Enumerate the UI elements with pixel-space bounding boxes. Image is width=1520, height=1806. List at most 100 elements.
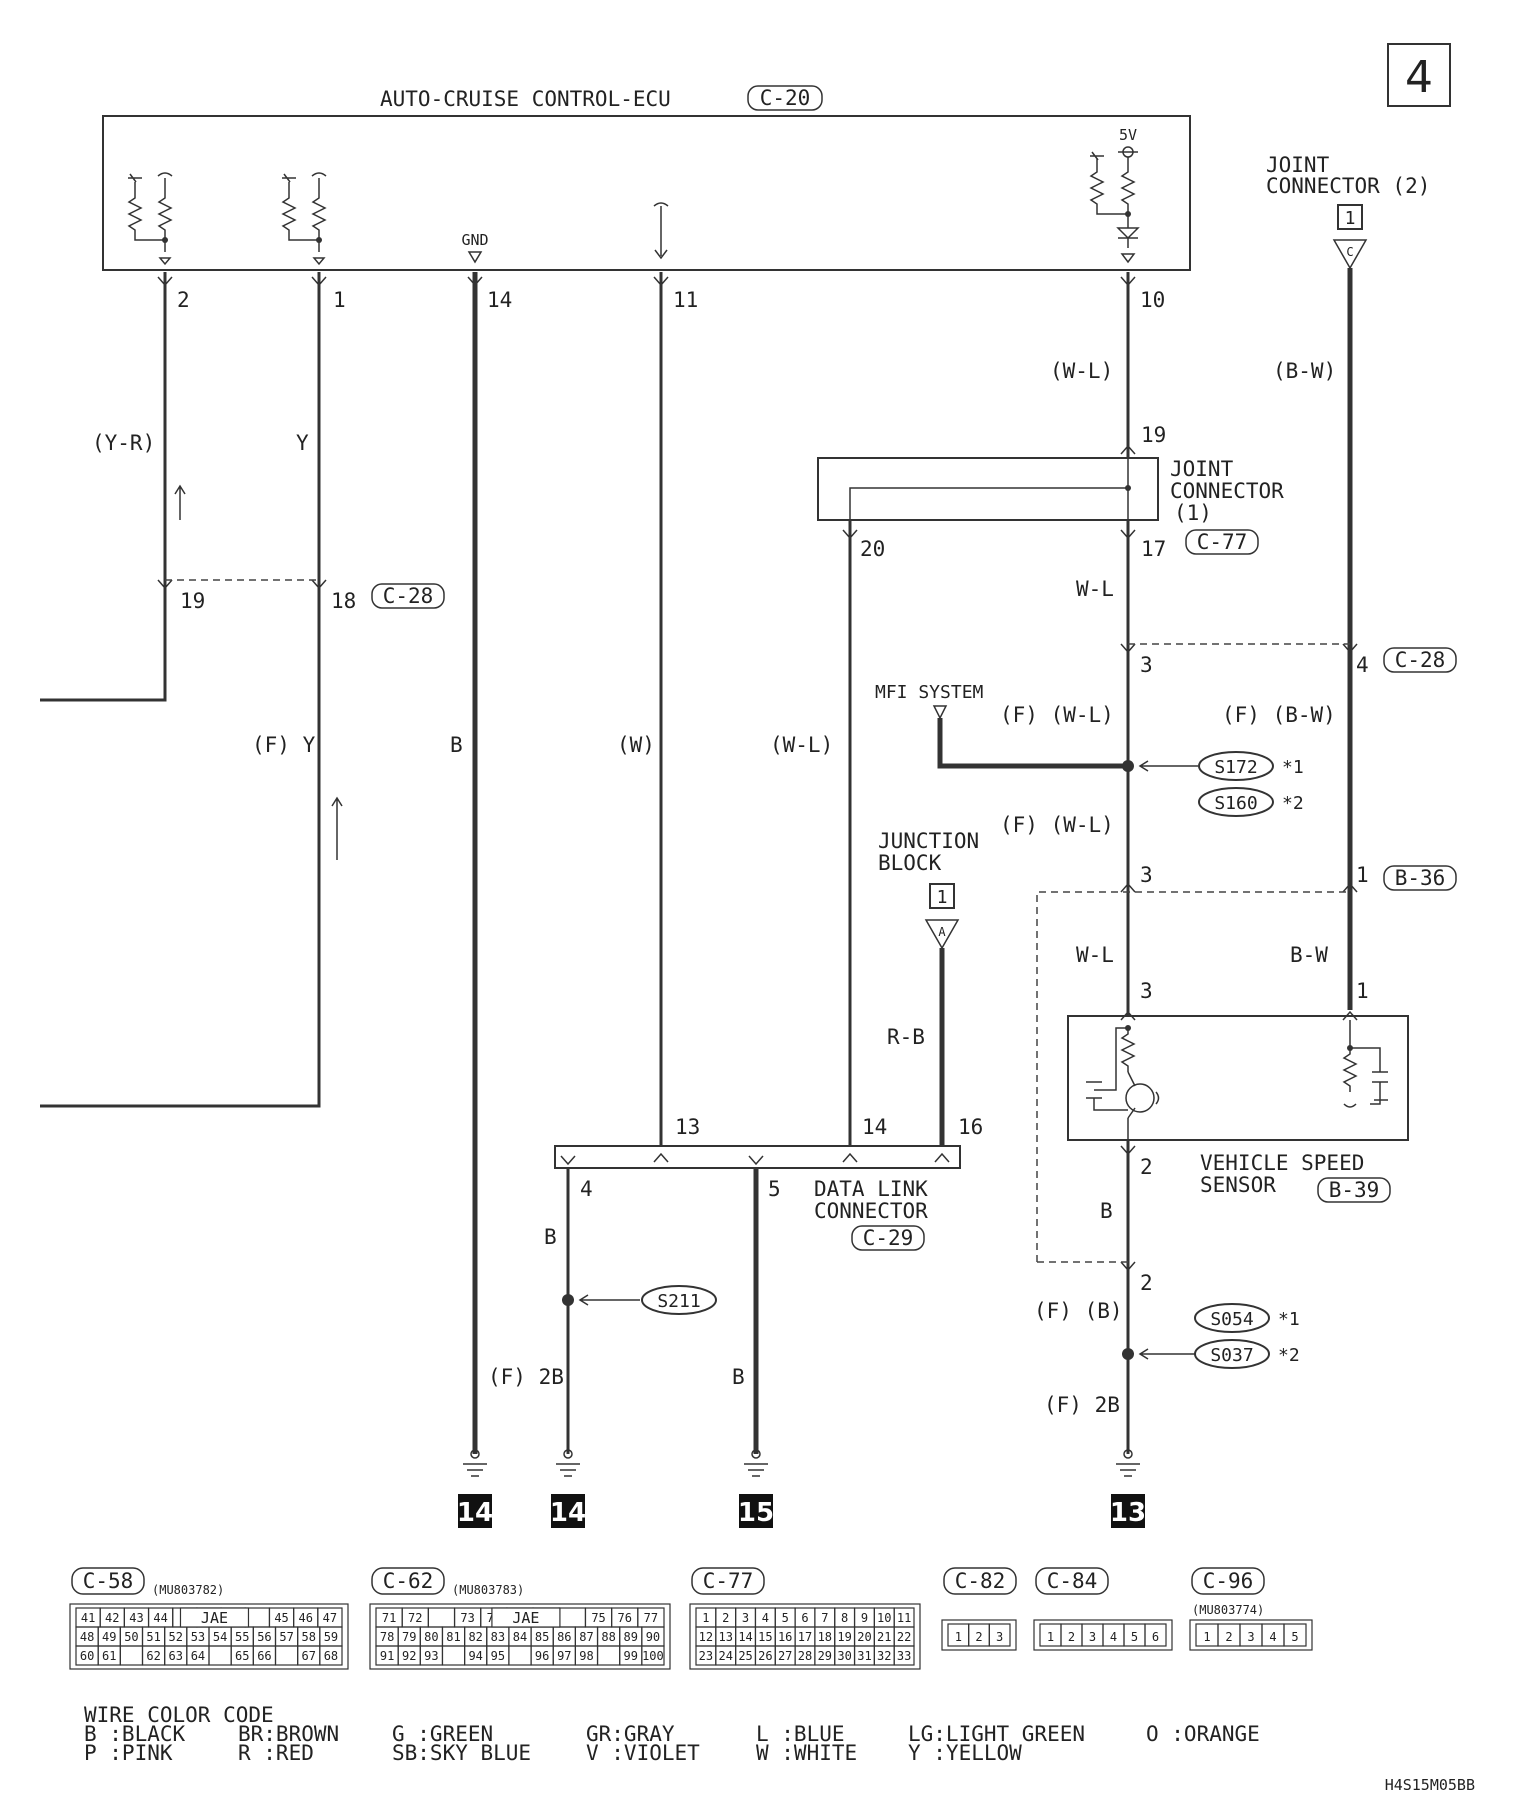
connector-view-outline <box>1033 1619 1173 1651</box>
splice-pointer-s211 <box>578 1294 640 1306</box>
connector-pin-number: 3 <box>742 1611 749 1625</box>
jc1-pin-19: 19 <box>1141 423 1166 447</box>
connector-pin-number: 14 <box>738 1630 752 1644</box>
connector-pin-cell <box>641 1645 665 1666</box>
signal-arrow-2 <box>331 796 343 860</box>
connector-view-part: (MU803774) <box>1192 1603 1264 1617</box>
ecu-input-circuit-2 <box>128 172 173 266</box>
wire-label-f-bw: (F) (B-W) <box>1222 703 1336 727</box>
connector-pin-number: 42 <box>105 1611 119 1625</box>
connector-pin-cell <box>596 1645 621 1666</box>
jc1-connector: C-77 <box>1197 530 1248 554</box>
connector-pin-number: 49 <box>102 1630 116 1644</box>
connector-pin-number: 45 <box>274 1611 288 1625</box>
connector-pin-number: 47 <box>323 1611 337 1625</box>
splice-s037-id: S037 <box>1210 1345 1253 1366</box>
splice-s211-id: S211 <box>657 1291 700 1312</box>
b36-badge <box>1383 865 1457 891</box>
mfi-label: MFI SYSTEM <box>875 682 984 703</box>
connector-view-id: C-82 <box>955 1569 1006 1593</box>
connector-pin-number: 12 <box>699 1630 713 1644</box>
data-link-pin-4: 4 <box>580 1177 593 1201</box>
connector-pin-number: 4 <box>1269 1630 1276 1644</box>
connector-pin-number: 87 <box>579 1630 593 1644</box>
splice-pointer-s037 <box>1138 1348 1196 1360</box>
jc2-terminal: C <box>1346 245 1353 259</box>
color-code-v: V :VIOLET <box>586 1741 700 1765</box>
connector-pin-number: 97 <box>557 1649 571 1663</box>
jc2-label-line2: CONNECTOR (2) <box>1266 174 1430 198</box>
connector-view-id: C-84 <box>1047 1569 1098 1593</box>
jc1-pin-20: 20 <box>860 537 885 561</box>
ecu-input-circuit-11 <box>653 202 669 260</box>
ecu-title: AUTO-CRUISE CONTROL-ECU <box>380 87 671 111</box>
ecu-pin-10: 10 <box>1140 288 1165 312</box>
connector-pin-number: 53 <box>191 1630 205 1644</box>
connector-pin-number: 5 <box>1131 1630 1138 1644</box>
color-code-g: G :GREEN <box>392 1722 493 1746</box>
connector-pin-number: 19 <box>837 1630 851 1644</box>
connector-pin-number: 84 <box>513 1630 527 1644</box>
vehicle-speed-sensor: 3 1 2 VEHICLE SPEED SENSOR B-39 <box>1067 979 1409 1203</box>
mfi-terminal <box>932 705 948 720</box>
connector-pin-number: 83 <box>491 1630 505 1644</box>
connector-pin-cell <box>208 1645 232 1666</box>
connector-pin-cell <box>274 1645 299 1666</box>
connector-pin-number: 80 <box>424 1630 438 1644</box>
connector-view-tag: JAE <box>201 1609 228 1627</box>
connector-pin-number: 31 <box>857 1649 871 1663</box>
connector-pin-number: 51 <box>146 1630 160 1644</box>
connector-view-part: (MU803782) <box>152 1583 224 1597</box>
signal-arrow-1 <box>174 484 186 520</box>
splice-s037-note: *2 <box>1278 1345 1300 1366</box>
wire-pin1-y <box>40 272 321 1108</box>
connector-pin-number: 96 <box>535 1649 549 1663</box>
c28-label-right: C-28 <box>1395 648 1446 672</box>
data-link-label-line1: DATA LINK <box>814 1177 928 1201</box>
b36-pin-1: 1 <box>1356 863 1369 887</box>
connector-pin-number: 92 <box>402 1649 416 1663</box>
splice-s160: S160 *2 <box>1198 787 1304 817</box>
connector-pin-number: 20 <box>857 1630 871 1644</box>
wire-label-wl: W-L <box>1076 577 1114 601</box>
connector-pin-number: 29 <box>818 1649 832 1663</box>
connector-pin-number: 86 <box>557 1630 571 1644</box>
connector-pin-number: 54 <box>213 1630 227 1644</box>
joint-connector-1: JOINT CONNECTOR (1) 20 17 C-77 <box>817 457 1284 561</box>
color-code-y: Y :YELLOW <box>908 1741 1022 1765</box>
wire-label-f2b-right: (F) 2B <box>1044 1393 1120 1417</box>
connector-view-badge <box>943 1567 1017 1595</box>
wire-label-w: (W) <box>617 733 655 757</box>
connector-pin-number: 82 <box>468 1630 482 1644</box>
connector-view-badge <box>71 1567 145 1595</box>
connector-pin-number: 6 <box>801 1611 808 1625</box>
ground-label-4: 13 <box>1110 1498 1146 1528</box>
lower-pin-2: 2 <box>1140 1271 1153 1295</box>
connector-pin-number: 10 <box>877 1611 891 1625</box>
connector-pin-number: 27 <box>778 1649 792 1663</box>
wire-label-wl-paren: (W-L) <box>770 733 833 757</box>
jc1-badge <box>1185 529 1259 555</box>
connector-pin-number: 91 <box>380 1649 394 1663</box>
vss-badge <box>1317 1177 1391 1203</box>
connector-pin-number: 28 <box>798 1649 812 1663</box>
splice-s054-note: *1 <box>1278 1309 1300 1330</box>
connector-pin-number: 57 <box>279 1630 293 1644</box>
connector-pin-number: 2 <box>975 1630 982 1644</box>
connector-pin-number: 1 <box>1047 1630 1054 1644</box>
c28-badge-right <box>1383 647 1457 673</box>
splice-s172-id: S172 <box>1214 757 1257 778</box>
wire-label-b: B <box>450 733 463 757</box>
wire-label-fy: (F) Y <box>252 733 316 757</box>
splice-s054: S054 *1 <box>1194 1303 1300 1333</box>
ecu-box <box>102 115 1191 271</box>
ground-label-1: 14 <box>457 1498 493 1528</box>
color-code-b: B :BLACK <box>84 1722 186 1746</box>
connector-pin-number: 11 <box>897 1611 911 1625</box>
connector-view-id: C-58 <box>83 1569 134 1593</box>
connector-pin-number: 18 <box>818 1630 832 1644</box>
wire-label-yr: (Y-R) <box>92 431 155 455</box>
connector-pin-number: 68 <box>324 1649 338 1663</box>
data-link-connector-id: C-29 <box>863 1226 914 1250</box>
color-code-sb: SB:SKY BLUE <box>392 1741 531 1765</box>
